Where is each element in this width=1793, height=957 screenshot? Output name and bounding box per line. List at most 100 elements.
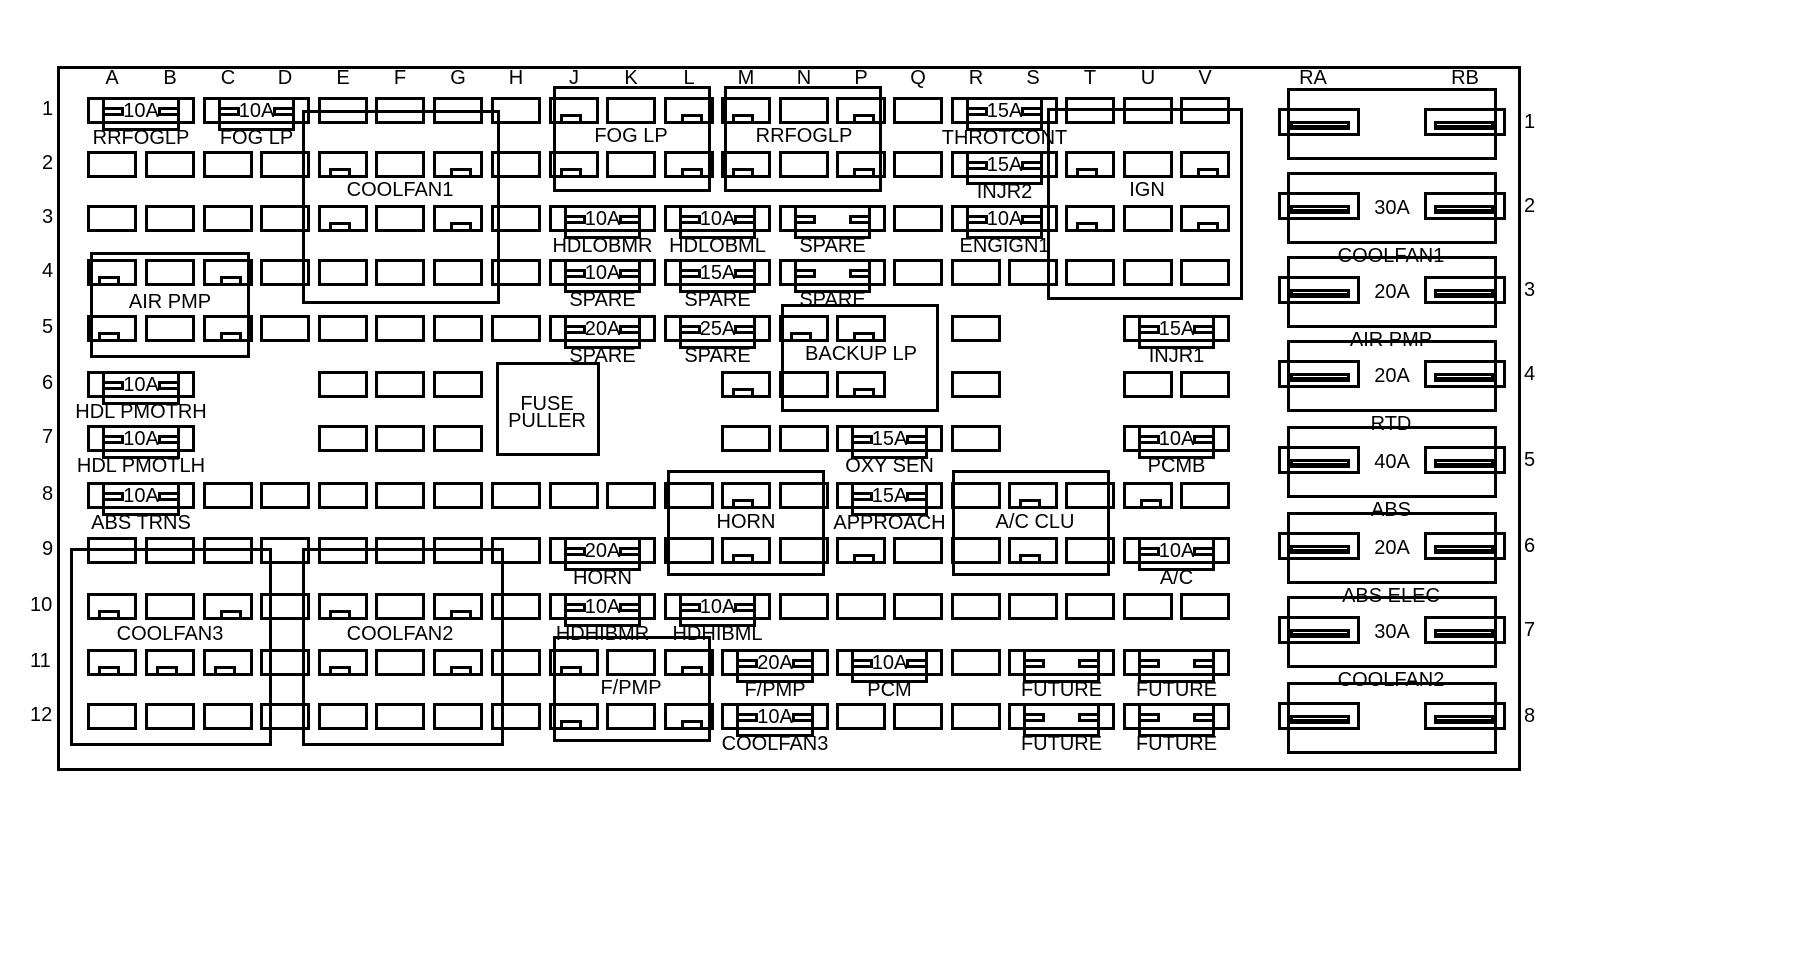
mini-fuse[interactable]: 10A <box>203 97 310 131</box>
fuse-slot[interactable] <box>318 371 368 398</box>
relay-fog-lp[interactable] <box>553 86 711 192</box>
mini-fuse[interactable]: 10A <box>1123 425 1230 459</box>
fuse-slot[interactable] <box>491 482 541 509</box>
relay-backup-lp[interactable] <box>781 304 939 412</box>
fuse-slot[interactable] <box>836 97 886 124</box>
fuse-slot[interactable] <box>203 205 253 232</box>
fuse-slot[interactable] <box>1180 259 1230 286</box>
fuse-slot[interactable] <box>433 425 483 452</box>
fuse-slot[interactable] <box>606 151 656 178</box>
fuse-slot[interactable] <box>145 315 195 342</box>
fuse-slot[interactable] <box>375 425 425 452</box>
fuse-slot[interactable] <box>836 593 886 620</box>
maxi-fuse[interactable]: 40A <box>1278 426 1506 498</box>
fuse-slot[interactable] <box>260 649 310 676</box>
fuse-slot[interactable] <box>203 315 253 342</box>
fuse-slot[interactable] <box>836 537 886 564</box>
fuse-slot[interactable] <box>606 649 656 676</box>
fuse-slot[interactable] <box>318 151 368 178</box>
fuse-slot[interactable] <box>836 151 886 178</box>
mini-fuse[interactable]: 20A <box>549 537 656 571</box>
fuse-slot[interactable] <box>318 703 368 730</box>
fuse-slot[interactable] <box>664 97 714 124</box>
fuse-slot[interactable] <box>1123 371 1173 398</box>
fuse-slot[interactable] <box>951 259 1001 286</box>
fuse-slot[interactable] <box>1008 593 1058 620</box>
mini-fuse[interactable]: 10A <box>951 205 1058 239</box>
fuse-slot[interactable] <box>375 703 425 730</box>
fuse-slot[interactable] <box>1180 151 1230 178</box>
fuse-slot[interactable] <box>375 205 425 232</box>
fuse-slot[interactable] <box>203 151 253 178</box>
fuse-slot[interactable] <box>779 97 829 124</box>
fuse-slot[interactable] <box>779 425 829 452</box>
fuse-slot[interactable] <box>433 151 483 178</box>
fuse-slot[interactable] <box>375 593 425 620</box>
fuse-slot[interactable] <box>318 425 368 452</box>
mini-fuse[interactable] <box>1008 649 1115 683</box>
mini-fuse[interactable]: 10A <box>664 205 771 239</box>
fuse-slot[interactable] <box>203 593 253 620</box>
mini-fuse[interactable]: 10A <box>87 482 195 516</box>
mini-fuse[interactable] <box>779 205 886 239</box>
mini-fuse[interactable]: 10A <box>549 259 656 293</box>
fuse-slot[interactable] <box>893 151 943 178</box>
mini-fuse[interactable] <box>1123 649 1230 683</box>
mini-fuse[interactable]: 15A <box>951 97 1058 131</box>
fuse-slot[interactable] <box>549 151 599 178</box>
fuse-slot[interactable] <box>664 703 714 730</box>
fuse-slot[interactable] <box>836 703 886 730</box>
fuse-slot[interactable] <box>779 593 829 620</box>
fuse-slot[interactable] <box>1065 151 1115 178</box>
fuse-slot[interactable] <box>433 371 483 398</box>
fuse-slot[interactable] <box>951 425 1001 452</box>
relay-coolfan3[interactable] <box>70 548 272 746</box>
fuse-slot[interactable] <box>721 482 771 509</box>
fuse-slot[interactable] <box>87 649 137 676</box>
fuse-slot[interactable] <box>721 97 771 124</box>
fuse-slot[interactable] <box>318 315 368 342</box>
relay-ign[interactable] <box>1047 108 1243 300</box>
fuse-slot[interactable] <box>664 649 714 676</box>
maxi-fuse[interactable]: 20A <box>1278 512 1506 584</box>
maxi-fuse[interactable] <box>1278 682 1506 754</box>
fuse-slot[interactable] <box>664 537 714 564</box>
fuse-slot[interactable] <box>145 151 195 178</box>
fuse-slot[interactable] <box>87 703 137 730</box>
mini-fuse[interactable]: 10A <box>1123 537 1230 571</box>
relay-air-pmp[interactable] <box>90 252 250 358</box>
fuse-slot[interactable] <box>893 703 943 730</box>
relay-horn[interactable] <box>667 470 825 576</box>
fuse-slot[interactable] <box>87 315 137 342</box>
fuse-slot[interactable] <box>1008 537 1058 564</box>
fuse-slot[interactable] <box>375 259 425 286</box>
fuse-slot[interactable] <box>893 205 943 232</box>
fuse-slot[interactable] <box>145 593 195 620</box>
maxi-fuse[interactable] <box>1278 88 1506 160</box>
fuse-slot[interactable] <box>606 703 656 730</box>
fuse-slot[interactable] <box>260 151 310 178</box>
mini-fuse[interactable] <box>1008 703 1115 737</box>
maxi-fuse[interactable]: 20A <box>1278 256 1506 328</box>
fuse-slot[interactable] <box>260 482 310 509</box>
fuse-slot[interactable] <box>1065 593 1115 620</box>
fuse-slot[interactable] <box>433 205 483 232</box>
fuse-slot[interactable] <box>145 205 195 232</box>
fuse-slot[interactable] <box>260 205 310 232</box>
fuse-slot[interactable] <box>664 151 714 178</box>
fuse-slot[interactable] <box>1123 593 1173 620</box>
fuse-slot[interactable] <box>375 315 425 342</box>
fuse-slot[interactable] <box>87 205 137 232</box>
fuse-slot[interactable] <box>433 703 483 730</box>
mini-fuse[interactable]: 10A <box>549 593 656 627</box>
fuse-slot[interactable] <box>1180 371 1230 398</box>
fuse-slot[interactable] <box>87 151 137 178</box>
fuse-slot[interactable] <box>893 537 943 564</box>
fuse-slot[interactable] <box>1123 482 1173 509</box>
mini-fuse[interactable]: 10A <box>549 205 656 239</box>
mini-fuse[interactable]: 10A <box>87 97 195 131</box>
fuse-slot[interactable] <box>260 315 310 342</box>
relay-coolfan2[interactable] <box>302 548 504 746</box>
fuse-slot[interactable] <box>375 151 425 178</box>
fuse-slot[interactable] <box>779 315 829 342</box>
